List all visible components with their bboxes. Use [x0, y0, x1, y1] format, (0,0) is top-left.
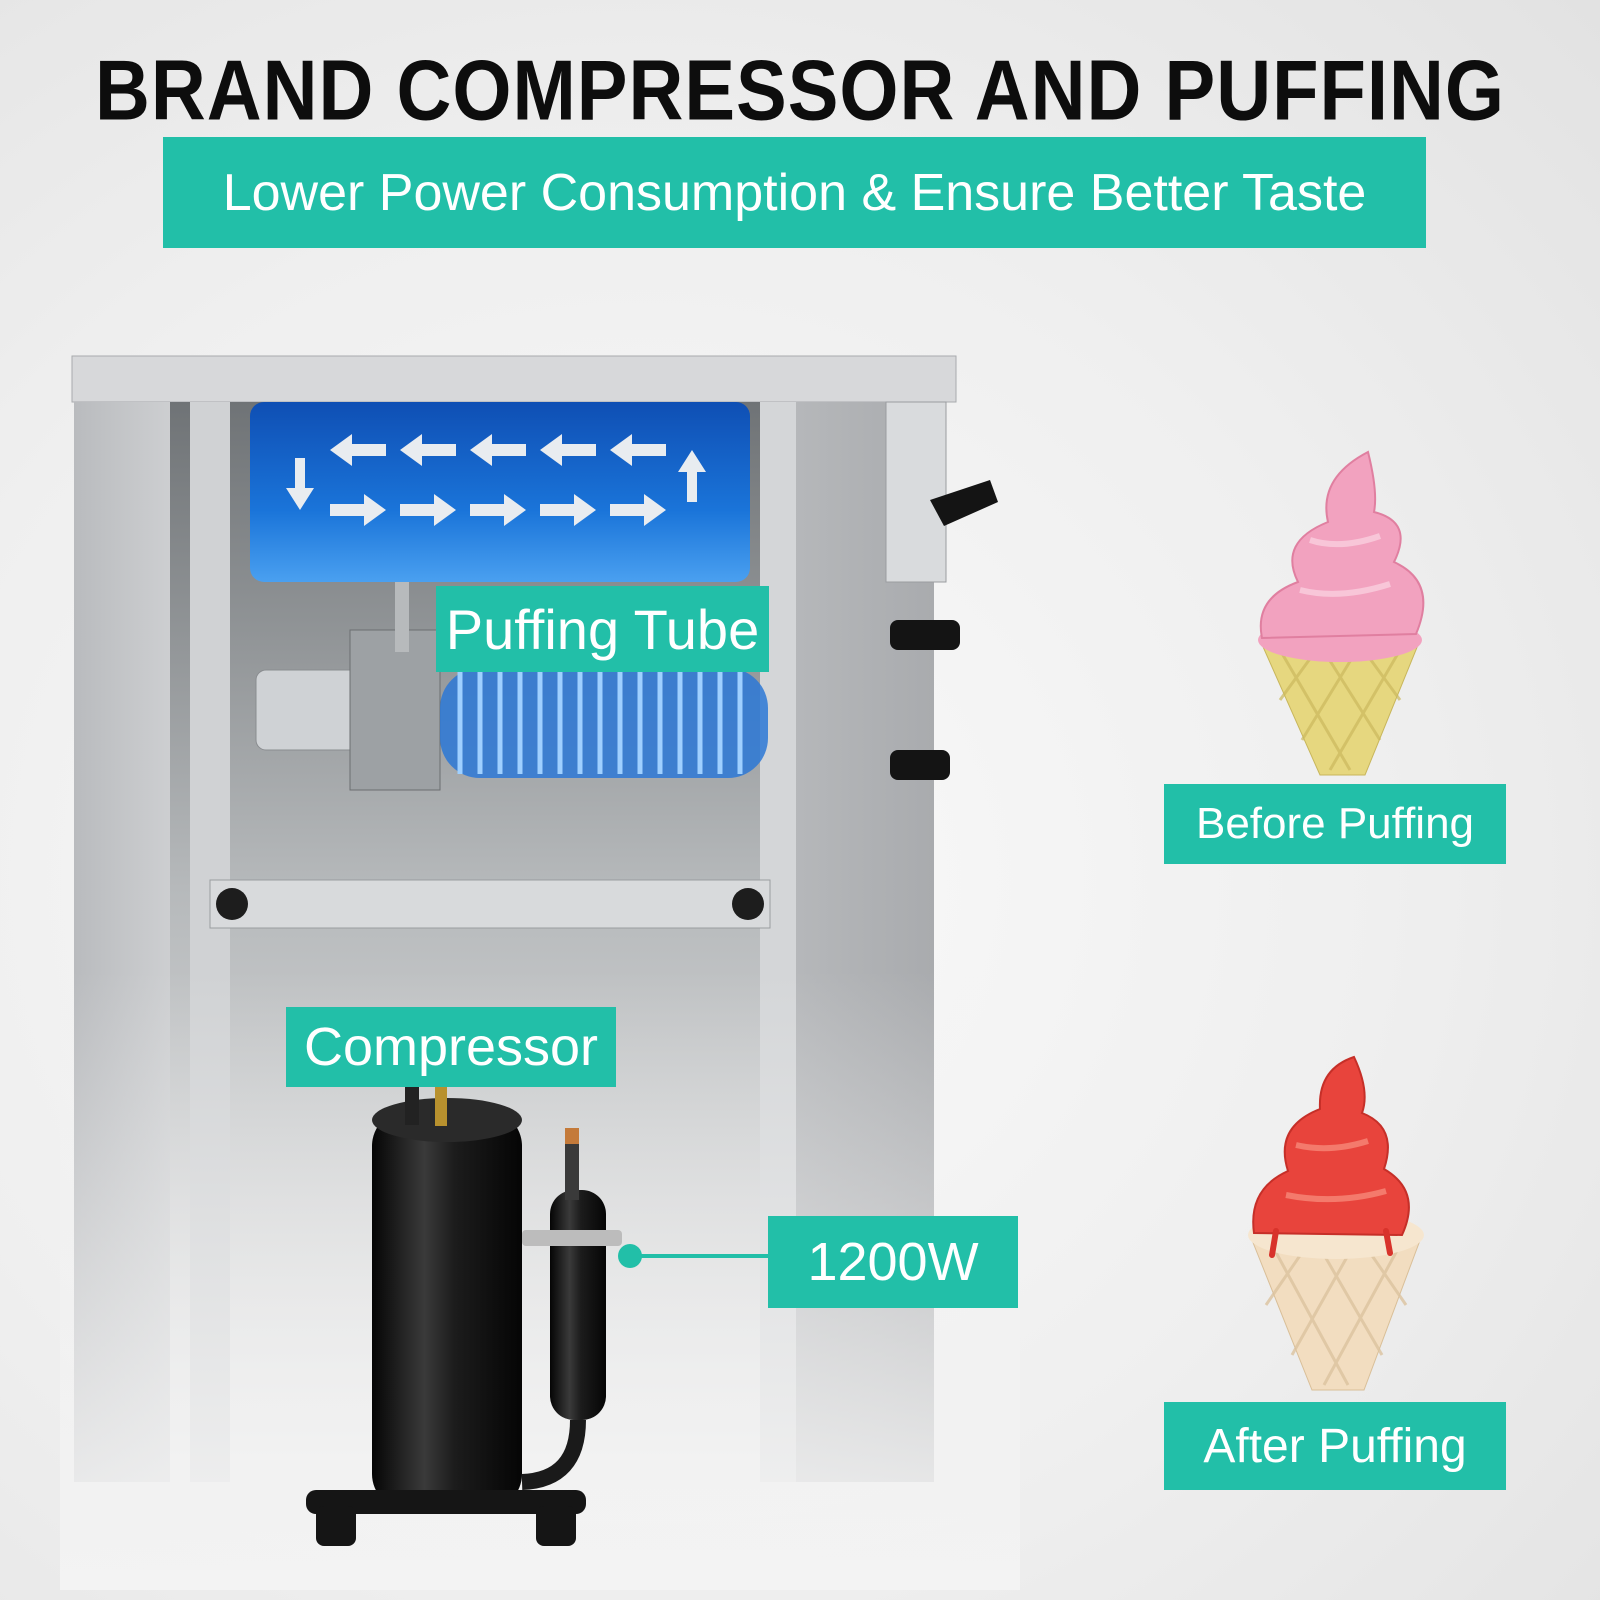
compressor-unit: [306, 1078, 622, 1546]
hopper-tank: [250, 402, 750, 582]
wattage-label: 1200W: [768, 1216, 1018, 1308]
flow-arrows: [286, 434, 706, 526]
after-puffing-label: After Puffing: [1164, 1402, 1506, 1490]
dispenser-handle: [930, 480, 998, 526]
ice-cream-before-image: [1258, 450, 1425, 776]
puffing-tube-label: Puffing Tube: [436, 586, 769, 672]
puffing-tube-coil: [440, 668, 768, 778]
compressor-label: Compressor: [286, 1007, 616, 1087]
ice-cream-after-image: [1248, 1055, 1424, 1391]
machine-cutaway-illustration: [60, 355, 1020, 1590]
subheadline-banner: Lower Power Consumption & Ensure Better …: [163, 137, 1426, 248]
connector-dot-icon: [618, 1244, 642, 1268]
machine-lid: [71, 355, 957, 403]
shelf-bar: [209, 879, 771, 929]
dispenser-head: [885, 401, 947, 583]
before-puffing-label: Before Puffing: [1164, 784, 1506, 864]
